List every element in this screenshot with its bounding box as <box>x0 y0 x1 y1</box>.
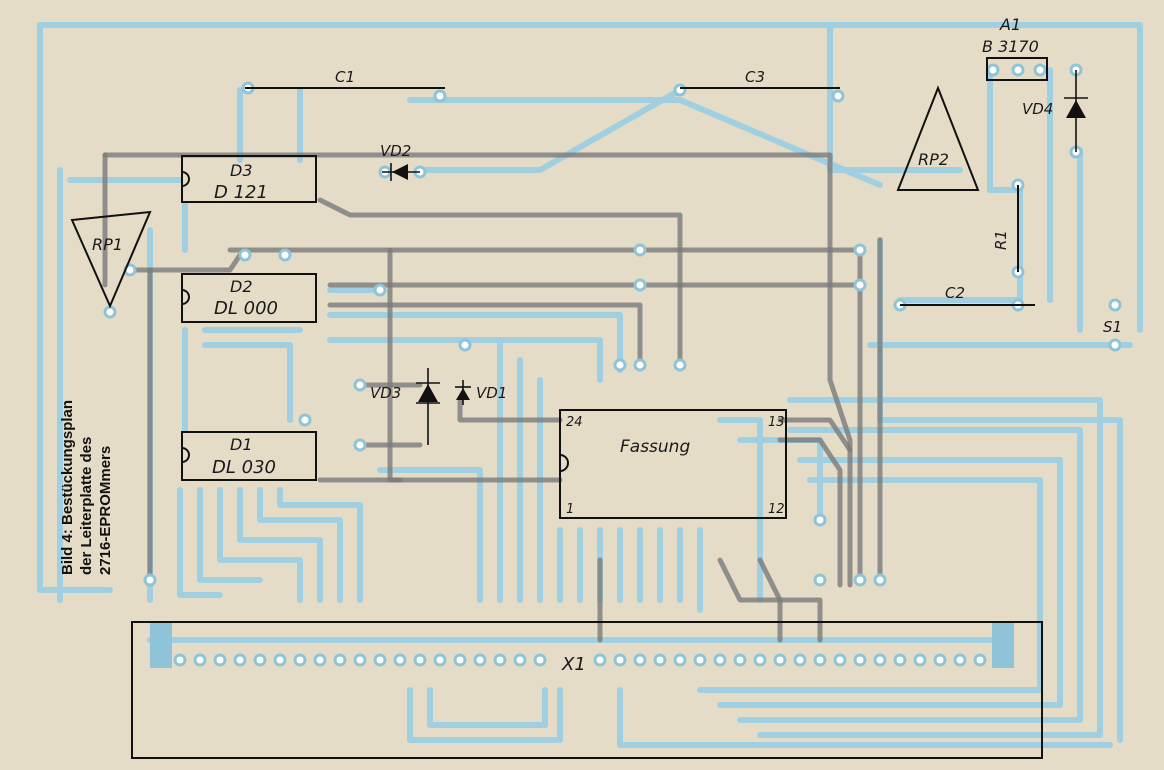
socket-pin-24: 24 <box>566 415 583 430</box>
d2-ref-label: D2 <box>230 277 253 296</box>
a1-ref-label: A1 <box>999 15 1021 34</box>
vd1-label: VD1 <box>476 384 507 402</box>
copper-tracks <box>37 22 1143 748</box>
r1-label: R1 <box>992 230 1010 250</box>
a1-regulator: A1 B 3170 <box>982 15 1048 81</box>
x1-connector: X1 <box>131 621 1043 759</box>
socket-pin-1: 1 <box>566 502 574 517</box>
pads <box>103 63 1122 668</box>
rp2-label: RP2 <box>918 150 949 169</box>
r1-resistor: R1 <box>992 185 1019 272</box>
a1-type-label: B 3170 <box>982 37 1039 56</box>
c1-capacitor: C1 <box>245 68 445 89</box>
caption-line-3: 2716-EPROMmers <box>97 446 114 575</box>
socket-label: Fassung <box>620 437 690 457</box>
vd2-label: VD2 <box>380 142 411 160</box>
c2-label: C2 <box>945 284 965 302</box>
d3-ref-label: D3 <box>230 161 253 180</box>
d3-ic: D3 D 121 <box>181 155 317 203</box>
d1-ref-label: D1 <box>230 435 253 454</box>
vd3-label: VD3 <box>370 384 401 402</box>
c3-capacitor: C3 <box>680 68 840 89</box>
c3-label: C3 <box>745 68 765 86</box>
eprom-socket: 24 13 1 12 Fassung <box>559 409 787 519</box>
vd4-label: VD4 <box>1022 100 1053 118</box>
top-tracks <box>102 152 883 643</box>
vd2-diode: VD2 <box>380 142 420 181</box>
x1-label: X1 <box>561 654 586 675</box>
d3-type-label: D 121 <box>214 182 268 203</box>
socket-pin-13: 13 <box>768 415 785 430</box>
vd3-diode: VD3 <box>370 368 440 445</box>
s1-switch: S1 <box>1103 318 1122 336</box>
c2-capacitor: C2 <box>900 284 1035 306</box>
caption-line-2: der Leiterplatte des <box>78 437 95 575</box>
s1-label: S1 <box>1103 318 1122 336</box>
d2-type-label: DL 000 <box>214 298 278 319</box>
rp1-potentiometer: RP1 <box>70 210 152 309</box>
figure-caption: Bild 4: Bestückungsplan der Leiterplatte… <box>59 400 114 575</box>
rp2-potentiometer: RP2 <box>896 85 980 191</box>
vd4-diode: VD4 <box>1022 70 1088 152</box>
d1-ic: D1 DL 030 <box>181 431 317 481</box>
socket-pin-12: 12 <box>768 502 785 517</box>
d1-type-label: DL 030 <box>212 457 276 478</box>
rp1-label: RP1 <box>92 235 123 254</box>
vd1-diode: VD1 <box>455 380 507 405</box>
d2-ic: D2 DL 000 <box>181 273 317 323</box>
caption-line-1: Bild 4: Bestückungsplan <box>59 400 76 575</box>
c1-label: C1 <box>335 68 355 86</box>
